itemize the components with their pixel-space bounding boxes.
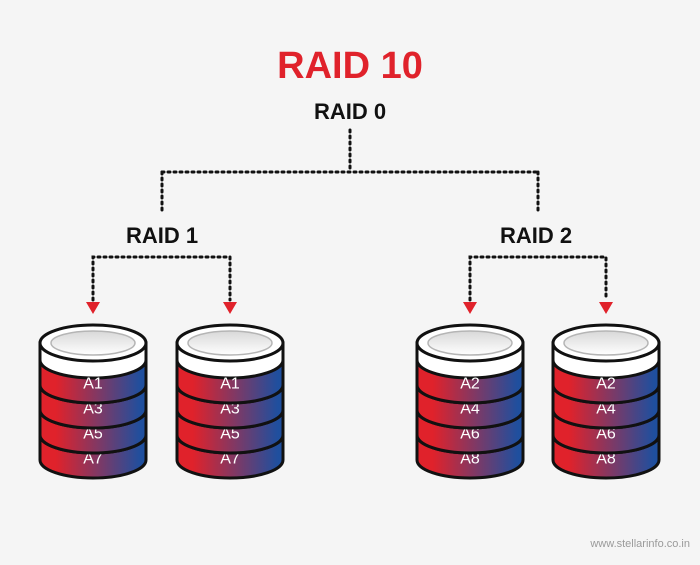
disk-stripe [38, 358, 148, 405]
block-label: A5 [220, 426, 240, 443]
block-label: A3 [220, 401, 240, 418]
disk: A7 A5 A3 A1 [175, 302, 285, 480]
disk-platter [563, 330, 649, 356]
block-label: A4 [596, 401, 616, 418]
disk: A8 A6 A4 A2 [415, 302, 525, 480]
block-label: A2 [460, 376, 480, 393]
group-label-2: RAID 2 [500, 223, 572, 248]
block-label: A3 [83, 401, 103, 418]
block-label: A8 [460, 451, 480, 468]
block-label: A1 [220, 376, 240, 393]
block-label: A5 [83, 426, 103, 443]
disk-stripe [551, 358, 661, 405]
root-label: RAID 0 [314, 99, 386, 124]
disk-platter [50, 330, 136, 356]
group-connector [468, 255, 608, 302]
block-label: A1 [83, 376, 103, 393]
block-label: A6 [460, 426, 480, 443]
arrow-down-icon [463, 302, 477, 314]
group-connector [91, 255, 232, 302]
block-label: A2 [596, 376, 616, 393]
disk-platter [427, 330, 513, 356]
arrow-down-icon [223, 302, 237, 314]
disk-platter [187, 330, 273, 356]
block-label: A7 [220, 451, 240, 468]
disk-stripe [415, 358, 525, 405]
block-label: A7 [83, 451, 103, 468]
group-label-1: RAID 1 [126, 223, 198, 248]
watermark: www.stellarinfo.co.in [589, 538, 690, 550]
disk-stripe [175, 358, 285, 405]
block-label: A4 [460, 401, 480, 418]
disk: A8 A6 A4 A2 [551, 302, 661, 480]
disk: A7 A5 A3 A1 [38, 302, 148, 480]
block-label: A8 [596, 451, 616, 468]
block-label: A6 [596, 426, 616, 443]
arrow-down-icon [86, 302, 100, 314]
connector-lines [91, 128, 608, 302]
arrow-down-icon [599, 302, 613, 314]
diagram-title: RAID 10 [277, 45, 423, 87]
